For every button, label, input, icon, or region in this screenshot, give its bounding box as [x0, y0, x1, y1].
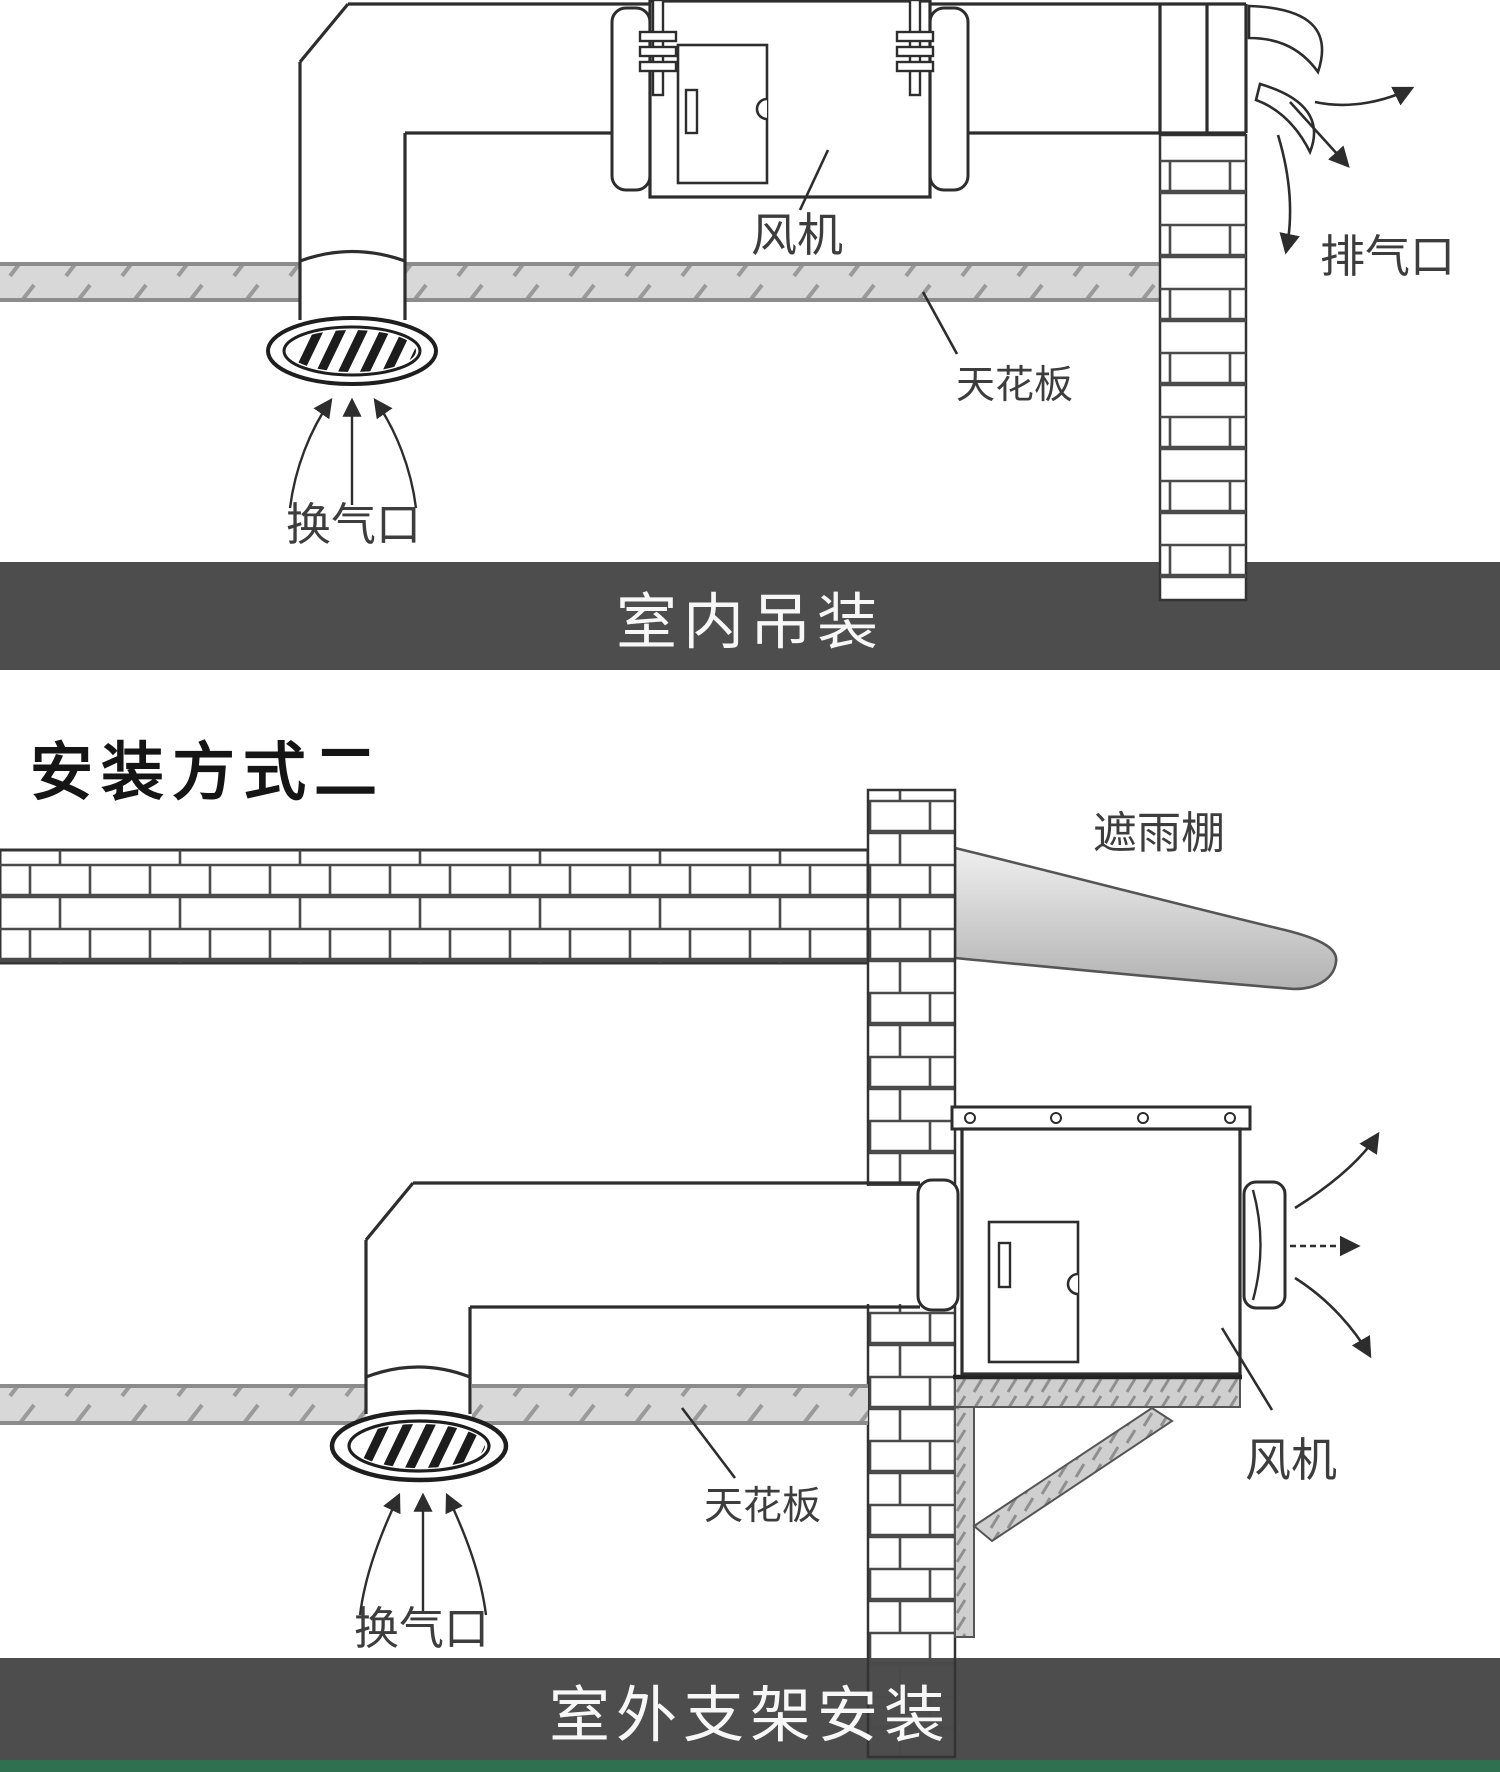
exhaust-outlet-label: 排气口 — [1320, 231, 1456, 282]
intake-vent-2 — [329, 1409, 509, 1483]
fan-unit-1 — [610, 0, 970, 211]
duct-coupling-2 — [916, 1178, 960, 1312]
caption-text-2: 室外支架安装 — [548, 1680, 951, 1749]
brick-wall-1 — [1158, 133, 1248, 602]
fan-label-1: 风机 — [751, 209, 843, 261]
section-heading: 安装方式二 — [30, 738, 385, 808]
brick-wall-band-2 — [0, 848, 870, 965]
exhaust-arrows-icon-2 — [1290, 1131, 1380, 1359]
caption-banner-1-bg — [0, 562, 1500, 670]
airflow-arrows-up-2 — [358, 1492, 488, 1616]
ceiling-label-leader-2 — [680, 1407, 737, 1479]
ceiling-label-leader-1 — [921, 291, 959, 355]
ceiling-label-2: 天花板 — [704, 1485, 822, 1528]
ceiling-label-1: 天花板 — [956, 364, 1074, 407]
airflow-arrows-up-1 — [288, 397, 418, 509]
air-intake-label-1: 换气口 — [286, 499, 422, 550]
outdoor-mount-diagram — [0, 788, 1500, 1772]
caption-banner-2: 室外支架安装 — [0, 1658, 1500, 1760]
fan-label-leader-1 — [798, 149, 830, 211]
ceiling-slab-1 — [0, 259, 1160, 306]
caption-banner-2-bg — [0, 1658, 1500, 1760]
air-intake-label-2: 换气口 — [354, 1603, 490, 1654]
fan-label-leader-2 — [1220, 1327, 1274, 1411]
rain-canopy-label: 遮雨棚 — [1093, 809, 1225, 858]
fan-label-2: 风机 — [1245, 1434, 1337, 1486]
bottom-accent-line — [0, 1760, 1500, 1772]
caption-text-1: 室内吊装 — [615, 587, 884, 656]
exhaust-arrows-icon — [1276, 86, 1415, 255]
caption-banner-1: 室内吊装 — [0, 562, 1500, 670]
hanger-rods — [638, 0, 935, 97]
exhaust-louver-1 — [1247, 4, 1324, 156]
mounting-flange — [950, 1105, 1252, 1131]
intake-vent-1 — [266, 316, 438, 386]
fan-unit-2 — [916, 1105, 1287, 1411]
duct-coupling-right-1 — [928, 6, 970, 192]
support-bracket — [953, 1374, 1242, 1638]
duct-run-2 — [364, 1181, 920, 1414]
outlet-cowl — [1242, 1180, 1287, 1310]
indoor-mount-diagram — [0, 0, 1500, 670]
rain-canopy-shape — [953, 846, 1338, 991]
